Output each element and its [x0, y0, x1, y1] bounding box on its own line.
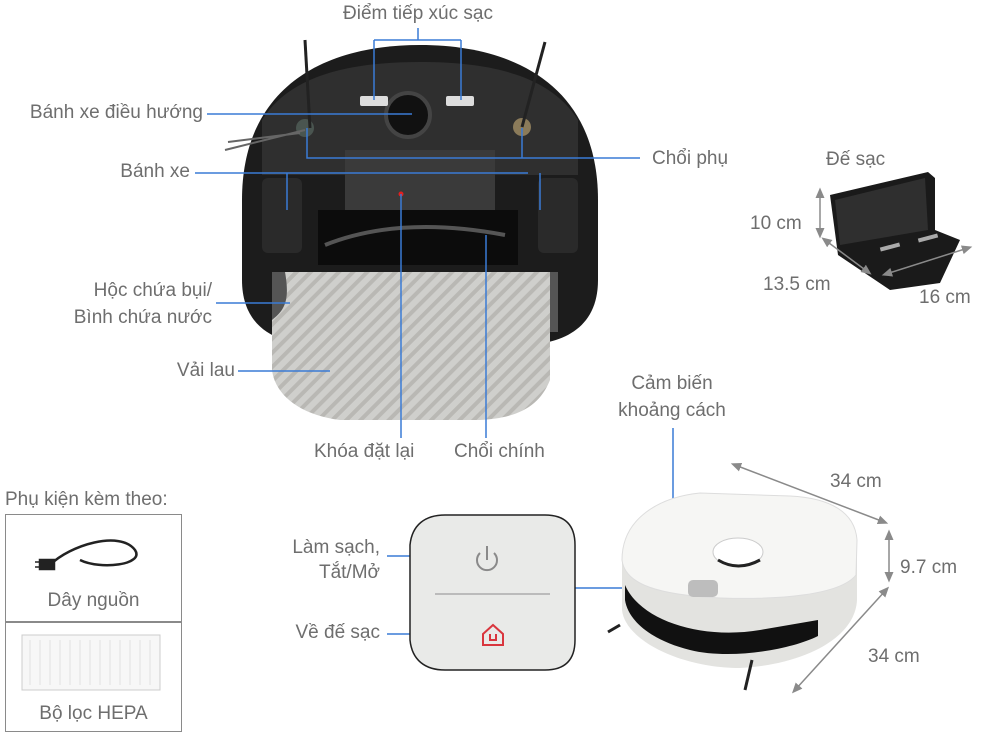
accessory-hepa-filter: Bộ lọc HEPA: [5, 622, 182, 732]
label-clean-line2: Tắt/Mở: [318, 562, 380, 583]
home-charge-icon: [482, 623, 504, 646]
label-clean-line1: Làm sạch,: [292, 537, 380, 558]
dock-width: 16 cm: [919, 287, 971, 308]
accessory-label: Dây nguồn: [47, 590, 140, 611]
power-cord-icon: [35, 539, 138, 571]
label-mop-cloth: Vải lau: [176, 360, 235, 381]
label-wheels: Bánh xe: [120, 161, 190, 182]
dock-title: Đế sạc: [826, 149, 886, 170]
label-reset-button: Khóa đặt lại: [314, 441, 415, 462]
label-main-brush: Chổi chính: [454, 441, 545, 462]
power-icon: [476, 546, 498, 572]
label-return-dock: Về đế sạc: [295, 622, 381, 643]
label-sensor-line1: Cảm biến: [631, 373, 713, 394]
label-dustbin-line1: Hộc chứa bụi/: [93, 280, 212, 301]
robot-top-image: [607, 492, 858, 691]
robot-height: 9.7 cm: [900, 557, 958, 578]
label-caster-wheel: Bánh xe điều hướng: [29, 102, 203, 123]
hepa-filter-icon: [21, 634, 161, 691]
accessory-label: Bộ lọc HEPA: [39, 703, 148, 724]
robot-depth: 34 cm: [830, 471, 882, 492]
charging-dock-image: [830, 172, 960, 290]
dock-depth: 13.5 cm: [763, 274, 831, 295]
label-side-brush: Chổi phụ: [652, 148, 729, 169]
robot-width: 34 cm: [868, 646, 920, 667]
label-sensor-line2: khoảng cách: [618, 400, 726, 421]
label-charging-contacts: Điểm tiếp xúc sạc: [343, 3, 493, 24]
robot-underside-image: [224, 39, 598, 420]
dimension-arrows: [730, 187, 973, 694]
dock-height: 10 cm: [750, 213, 802, 234]
accessory-power-cord: Dây nguồn: [5, 514, 182, 622]
label-dustbin-line2: Bình chứa nước: [73, 307, 212, 328]
control-panel-image: [409, 514, 576, 671]
accessories-title: Phụ kiện kèm theo:: [5, 489, 168, 510]
